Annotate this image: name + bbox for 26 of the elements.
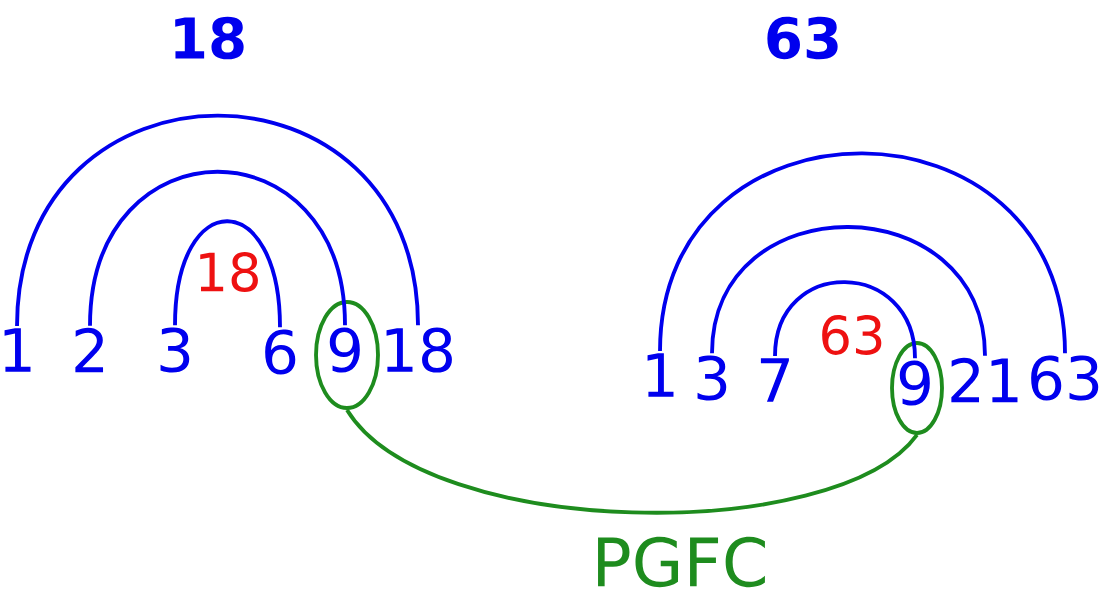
number-label: 1	[4, 328, 31, 372]
highlight-ellipse	[890, 341, 944, 435]
highlight-ellipse	[314, 300, 380, 410]
arc-line	[345, 408, 919, 515]
number-label: 3	[697, 355, 727, 401]
number-label: 7	[760, 358, 789, 402]
heading: 18	[175, 16, 244, 60]
arc-line	[173, 219, 282, 328]
number-label: 6	[265, 329, 296, 375]
product-label: 63	[822, 315, 882, 355]
arc-line	[710, 225, 987, 356]
number-label: 9	[899, 360, 930, 406]
number-label: 18	[386, 327, 452, 373]
arc-line	[88, 170, 347, 326]
number-label: 1	[647, 353, 674, 397]
arc-line	[15, 114, 420, 327]
number-label: 9	[329, 327, 360, 373]
number-label: 2	[75, 327, 104, 373]
edge-label: PGFC	[598, 536, 765, 588]
arc-line	[773, 280, 917, 359]
product-label: 18	[200, 252, 258, 292]
heading: 63	[767, 16, 838, 60]
number-label: 3	[160, 327, 190, 373]
number-label: 63	[1031, 355, 1099, 401]
arc-line	[658, 151, 1067, 354]
number-label: 21	[951, 357, 1018, 403]
